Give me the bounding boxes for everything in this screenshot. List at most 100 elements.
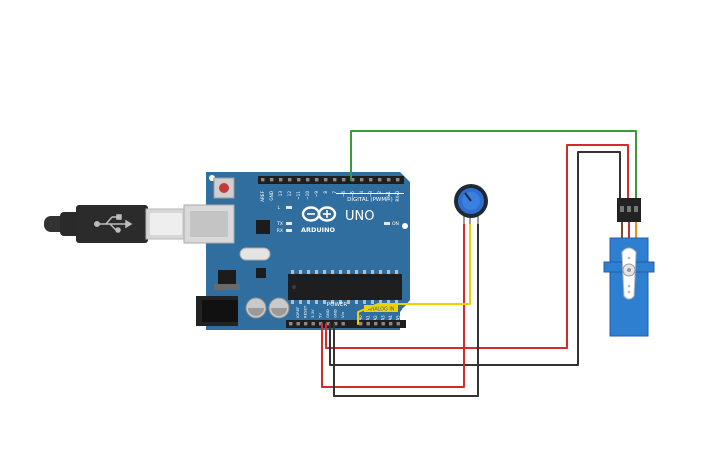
chip-pin <box>379 299 382 304</box>
voltage-regulator <box>218 270 236 284</box>
analog-pin-label: A0 <box>358 315 363 321</box>
usb-icon <box>94 214 133 233</box>
header-pin[interactable] <box>296 322 300 326</box>
analog-pin-label: A5 <box>396 315 401 321</box>
header-pin[interactable] <box>369 178 373 182</box>
header-pin[interactable] <box>261 178 265 182</box>
header-pin[interactable] <box>311 322 315 326</box>
header-pin[interactable] <box>341 322 345 326</box>
header-pin[interactable] <box>342 178 346 182</box>
header-pin[interactable] <box>289 322 293 326</box>
header-pin[interactable] <box>288 178 292 182</box>
reset-button-cap <box>219 183 229 193</box>
wire-black-servo-ground[interactable] <box>329 151 621 366</box>
capacitor-mark <box>248 308 264 316</box>
analog-header-label: ANALOG IN <box>368 307 395 313</box>
header-pin[interactable] <box>366 322 370 326</box>
led-l-label: L <box>277 205 280 211</box>
header-pin[interactable] <box>279 178 283 182</box>
digital-pin-label: GND <box>269 191 274 201</box>
chip-pin <box>315 270 318 275</box>
header-pin[interactable] <box>387 178 391 182</box>
digital-pin-label: TX▸1 <box>386 191 391 203</box>
servo-horn-screw <box>627 268 631 272</box>
header-pin[interactable] <box>359 322 363 326</box>
header-pin[interactable] <box>378 178 382 182</box>
infinity-logo-icon <box>301 206 337 222</box>
digital-header <box>258 176 404 184</box>
digital-header-pins <box>261 178 400 182</box>
header-pin[interactable] <box>304 322 308 326</box>
chip-pin <box>323 270 326 275</box>
usb-cable[interactable] <box>44 205 187 243</box>
digital-pin-label: 13 <box>278 191 283 197</box>
header-pin[interactable] <box>297 178 301 182</box>
header-pin[interactable] <box>324 178 328 182</box>
dc-power-jack-inner <box>202 300 238 322</box>
power-analog-header-pins <box>289 322 400 326</box>
header-pin[interactable] <box>381 322 385 326</box>
potentiometer[interactable] <box>454 184 488 224</box>
chip-pin <box>291 270 294 275</box>
header-pin[interactable] <box>374 322 378 326</box>
led-l <box>286 206 292 209</box>
led-tx-label: TX <box>276 221 283 227</box>
header-pin[interactable] <box>389 322 393 326</box>
small-chip <box>256 268 266 278</box>
led-tx <box>286 222 292 225</box>
chip-pin <box>331 270 334 275</box>
digital-pin-label: 4 <box>359 191 364 194</box>
analog-pin-label: A2 <box>373 315 378 321</box>
servo-horn-hole <box>627 256 631 260</box>
wire-red-servo-power[interactable] <box>325 144 629 349</box>
servo-connector-pin <box>620 206 624 212</box>
power-pin-label: Vin <box>340 311 345 318</box>
wire-yellow-pot-wiper[interactable] <box>357 221 471 325</box>
power-pin-label: GND <box>325 309 330 318</box>
chip-pin <box>379 270 382 275</box>
header-pin[interactable] <box>319 322 323 326</box>
digital-pin-label: 2 <box>377 191 382 194</box>
chip-pin <box>323 299 326 304</box>
chip-pin <box>299 270 302 275</box>
header-pin[interactable] <box>333 178 337 182</box>
usb-b-socket-inner <box>190 211 228 237</box>
servo-horn-hole <box>627 290 631 294</box>
header-pin[interactable] <box>270 178 274 182</box>
digital-pin-label: 8 <box>323 191 328 194</box>
header-pin[interactable] <box>315 178 319 182</box>
servo-connector-pin <box>627 206 631 212</box>
board-model-label: UNO <box>345 209 374 224</box>
power-pin-label: IOREF <box>295 307 300 318</box>
chip-pin <box>355 270 358 275</box>
voltage-regulator-tab <box>214 284 240 290</box>
header-pin[interactable] <box>306 178 310 182</box>
wire-black-pot-ground[interactable] <box>333 221 479 397</box>
digital-pin-label: ~9 <box>314 191 319 198</box>
header-pin[interactable] <box>360 178 364 182</box>
analog-pin-label: A3 <box>381 315 386 321</box>
capacitor-mark <box>271 308 287 316</box>
chip-pin <box>339 299 342 304</box>
digital-pin-label: ~10 <box>305 191 310 200</box>
power-pin-label: 3.3V <box>310 309 315 318</box>
chip-pin <box>395 299 398 304</box>
header-pin[interactable] <box>334 322 338 326</box>
power-pin-label: RESET <box>303 305 308 318</box>
analog-header-label-bg <box>364 305 398 312</box>
power-pin-label: GND <box>333 309 338 318</box>
header-pin[interactable] <box>326 322 330 326</box>
header-pin[interactable] <box>396 322 400 326</box>
servo-motor[interactable] <box>603 198 655 337</box>
chip-pin <box>363 299 366 304</box>
chip-pin <box>363 270 366 275</box>
analog-pin-label: A1 <box>366 315 371 321</box>
pot-knob-indicator <box>464 192 472 202</box>
header-pin[interactable] <box>396 178 400 182</box>
header-pin[interactable] <box>351 178 355 182</box>
chip-pin <box>387 299 390 304</box>
wire-green-signal[interactable] <box>350 130 637 201</box>
